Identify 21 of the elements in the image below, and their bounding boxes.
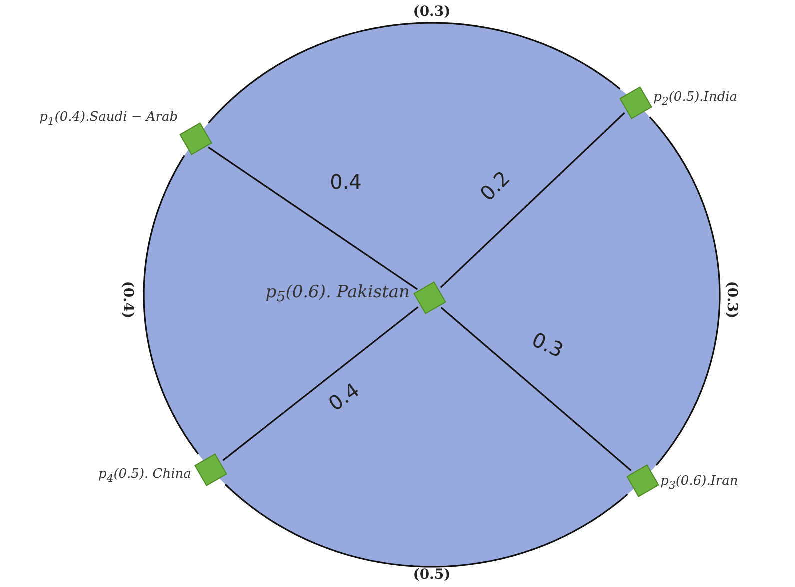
vertex-label: p$_{3}$(0.6).Iran [660, 474, 738, 492]
vertex-label: p$_{5}$(0.6). Pakistan [266, 282, 410, 306]
edge-label: (0.3) [413, 4, 451, 20]
vertex-label: p$_{1}$(0.4).Saudi − Arab [40, 110, 178, 128]
edge-label: (0.4) [120, 281, 136, 319]
edge-line [143, 155, 200, 455]
edge-label: 0.4 [324, 378, 364, 416]
vertex-label: p$_{4}$(0.5). China [98, 467, 192, 485]
edge-line [224, 484, 628, 568]
edge-label: (0.5) [413, 567, 451, 583]
edge-line [208, 146, 418, 290]
edge-line [649, 116, 721, 466]
edge-label: 0.3 [528, 327, 568, 363]
edge-line [222, 306, 419, 462]
edge-line [208, 22, 621, 124]
edge-label: (0.3) [724, 281, 740, 319]
edge-line [440, 112, 626, 288]
edge-line [440, 307, 632, 472]
vertex-label: p$_{2}$(0.5).India [654, 90, 738, 108]
edge-label: 0.4 [330, 170, 362, 194]
edge-label: 0.2 [475, 166, 515, 206]
